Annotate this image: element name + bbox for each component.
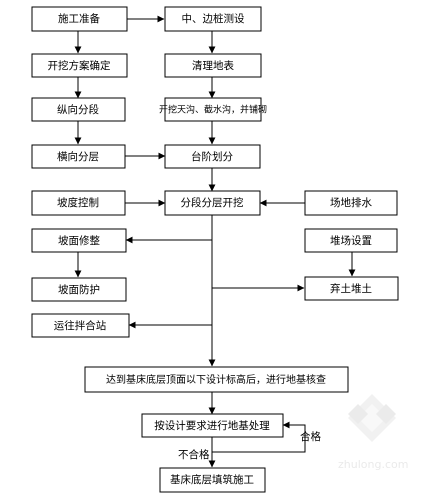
node-survey-label: 中、边桩测设 — [182, 12, 245, 25]
node-spoil: 弃土堆土 — [304, 276, 399, 301]
node-yard: 堆场设置 — [304, 228, 398, 253]
node-step-label: 台阶划分 — [191, 150, 233, 163]
watermark-logo-icon — [348, 394, 396, 442]
node-treat-label: 按设计要求进行地基处理 — [154, 419, 270, 432]
node-spoil-label: 弃土堆土 — [330, 282, 372, 295]
node-check-label: 达到基床底层顶面以下设计标高后，进行地基核查 — [106, 373, 326, 386]
node-fill: 基床底层填筑施工 — [159, 467, 266, 493]
node-step: 台阶划分 — [164, 144, 261, 169]
node-excavate: 分段分层开挖 — [164, 190, 261, 216]
node-trim-label: 坡面修整 — [58, 234, 100, 247]
node-drain-label: 场地排水 — [330, 196, 372, 209]
watermark-text: zhulong.com — [338, 458, 408, 471]
node-drain: 场地排水 — [304, 190, 398, 216]
node-plan: 开挖方案确定 — [31, 53, 128, 78]
node-protect: 坡面防护 — [31, 277, 127, 302]
node-ditch-label: 开挖天沟、截水沟，并铺砌 — [159, 104, 267, 116]
node-protect-label: 坡面防护 — [58, 283, 100, 296]
node-plan-label: 开挖方案确定 — [48, 59, 111, 72]
node-yard-label: 堆场设置 — [330, 234, 372, 247]
watermark: zhulong.com — [338, 394, 408, 471]
node-treat: 按设计要求进行地基处理 — [141, 413, 284, 438]
node-trim: 坡面修整 — [31, 228, 127, 253]
node-clear: 清理地表 — [164, 53, 262, 78]
node-survey: 中、边桩测设 — [164, 6, 262, 32]
node-longitudinal-label: 纵向分段 — [57, 103, 99, 116]
node-fill-label: 基床底层填筑施工 — [170, 473, 254, 486]
edge-label-pass: 合格 — [300, 430, 321, 443]
node-slope-control-label: 坡度控制 — [57, 196, 99, 209]
node-check: 达到基床底层顶面以下设计标高后，进行地基核查 — [84, 366, 349, 393]
node-prep: 施工准备 — [31, 6, 128, 32]
node-transverse-label: 横向分层 — [57, 150, 99, 163]
node-ditch: 开挖天沟、截水沟，并铺砌 — [159, 97, 267, 122]
edge-label-fail: 不合格 — [178, 448, 210, 461]
node-excavate-label: 分段分层开挖 — [181, 196, 244, 209]
node-mixing-label: 运往拌合站 — [54, 319, 107, 332]
node-transverse: 横向分层 — [31, 144, 126, 169]
node-clear-label: 清理地表 — [192, 59, 234, 72]
connectors — [74, 15, 356, 468]
node-prep-label: 施工准备 — [58, 12, 100, 25]
node-mixing: 运往拌合站 — [31, 313, 130, 338]
node-slope-control: 坡度控制 — [31, 190, 126, 216]
node-longitudinal: 纵向分段 — [31, 97, 126, 122]
